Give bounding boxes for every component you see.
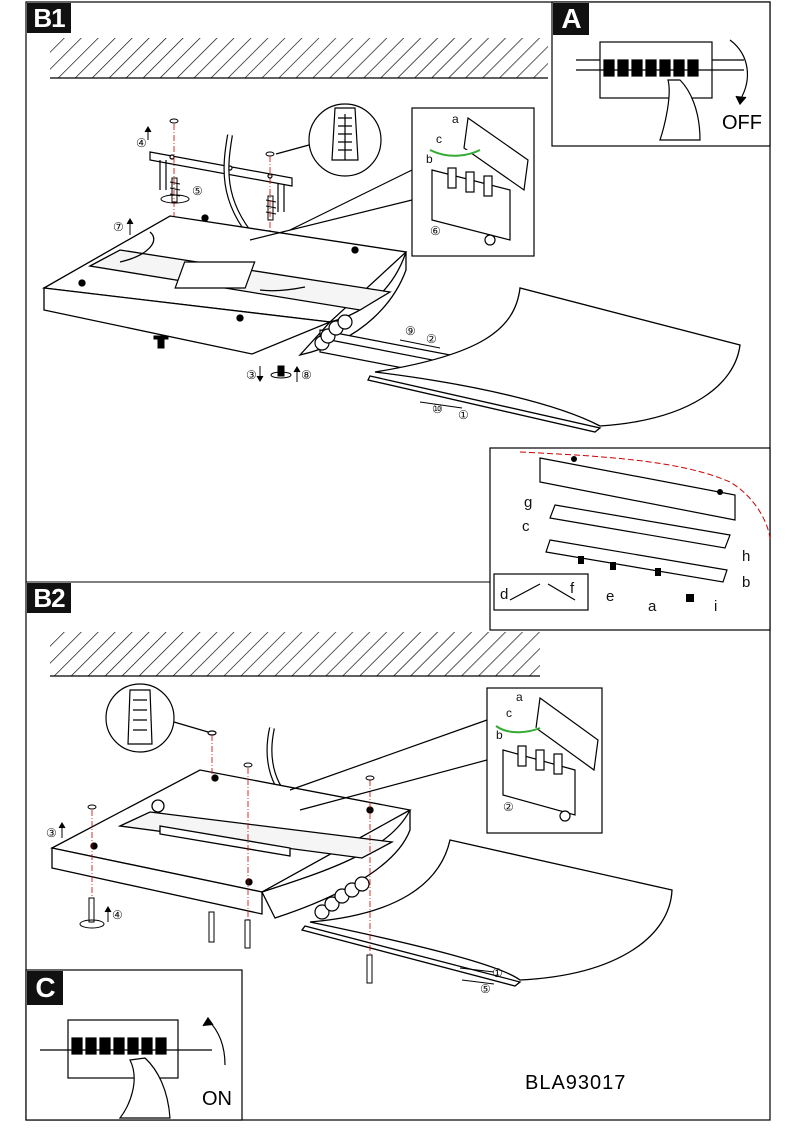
section-badge-a: A xyxy=(553,3,589,35)
letter-c-b1: c xyxy=(436,132,442,146)
step-4-b2: ④ xyxy=(112,908,123,922)
mounting-bracket-b1 xyxy=(149,151,293,212)
ceiling-hatch-b1 xyxy=(50,38,548,78)
connector-zoom-b2 xyxy=(289,687,603,834)
connector-zoom-b1 xyxy=(249,107,535,257)
section-badge-b1: B1 xyxy=(27,3,71,33)
on-label: ON xyxy=(202,1088,232,1110)
step-8-b1: ⑧ xyxy=(301,368,312,382)
tubes-b2 xyxy=(314,876,370,920)
detail-letter-b: b xyxy=(742,574,751,591)
step-3-b2: ③ xyxy=(46,826,57,840)
off-label: OFF xyxy=(722,112,762,134)
step-3-b1: ③ xyxy=(246,368,257,382)
step-1-b2: ① xyxy=(492,966,503,980)
detail-letter-h: h xyxy=(742,548,751,565)
detail-letter-e: e xyxy=(606,588,615,605)
step-1-b1: ① xyxy=(458,408,469,422)
lamp-body-b2 xyxy=(50,769,412,919)
detail-letter-c: c xyxy=(522,518,530,535)
section-badge-c: C xyxy=(27,971,63,1005)
letter-a-b1: a xyxy=(452,112,459,126)
screws-b2 xyxy=(79,762,375,984)
step-4-b1: ④ xyxy=(136,136,147,150)
glass-panel-b1 xyxy=(367,287,741,433)
letter-b-b2: b xyxy=(496,728,503,742)
letter-c-b2: c xyxy=(506,706,512,720)
glass-panel-b2 xyxy=(300,839,673,987)
step-9-b1: ⑨ xyxy=(405,324,416,338)
step-5-b2: ⑤ xyxy=(480,982,491,996)
section-badge-b2: B2 xyxy=(27,583,71,613)
step-5-b1: ⑤ xyxy=(192,184,203,198)
ceiling-hatch-b2 xyxy=(50,632,540,676)
step-6-b1: ⑥ xyxy=(430,224,441,238)
detail-inset-b1 xyxy=(489,447,771,631)
detail-letter-f: f xyxy=(570,580,575,597)
dowel-zoom-b2 xyxy=(105,683,217,753)
model-code: BLA93017 xyxy=(525,1072,627,1094)
step-2-b1: ② xyxy=(426,332,437,346)
lamp-body-b1 xyxy=(41,214,408,357)
letter-b-b1: b xyxy=(426,152,433,166)
letter-a-b2: a xyxy=(516,690,523,704)
breaker-off-inset xyxy=(551,1,771,147)
step-2-b2: ② xyxy=(503,800,514,814)
detail-letter-d: d xyxy=(500,586,509,603)
dowel-zoom-b1 xyxy=(275,103,382,177)
detail-letter-g: g xyxy=(524,494,533,511)
step-7-b1: ⑦ xyxy=(113,220,124,234)
detail-letter-a: a xyxy=(648,598,657,615)
detail-letter-i: i xyxy=(714,598,718,615)
step-10-b1: ⑩ xyxy=(432,402,443,416)
